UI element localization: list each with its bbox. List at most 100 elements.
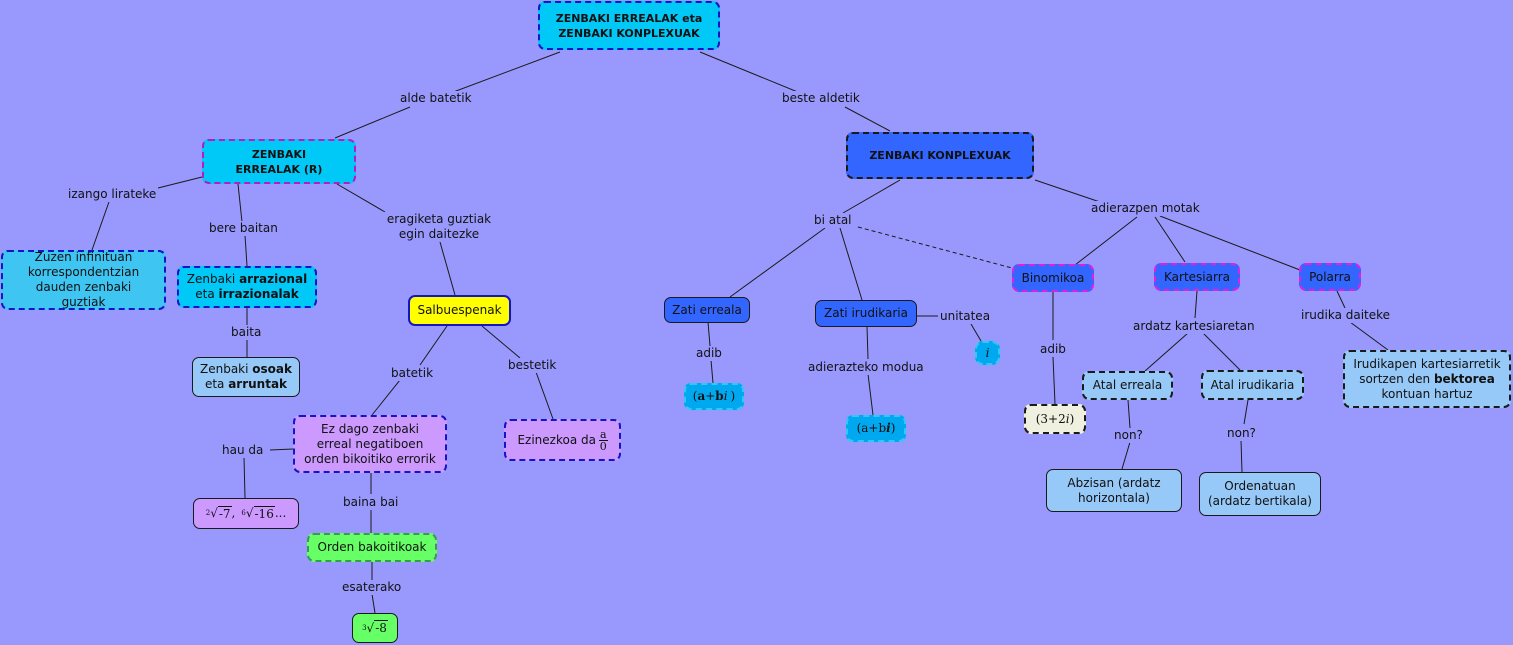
root-node[interactable]: ZENBAKI ERREALAK eta ZENBAKI KONPLEXUAK [538, 1, 720, 50]
link-label-two-parts: bi atal [812, 213, 854, 228]
connector [439, 241, 456, 296]
integers-naturals-mid: eta [204, 377, 229, 391]
reals-node-label: ZENBAKI ERREALAK (R) [235, 147, 323, 176]
rational-irrational-label: Zenbaki arrazional eta irrazionalak [185, 272, 310, 302]
rational-irrational-pre: Zenbaki [186, 272, 240, 286]
connector [729, 227, 826, 298]
no-even-roots-label: Ez dago zenbaki erreal negatiboen orden … [304, 421, 436, 466]
link-label-cartesian-axes: ardatz kartesiaretan [1131, 319, 1257, 334]
connector [844, 106, 891, 132]
imag-unit: i [723, 389, 728, 403]
polar-node[interactable]: Polarra [1299, 263, 1361, 291]
integers-naturals-label: Zenbaki osoak eta arruntak [199, 362, 294, 392]
radical-sign-icon: √ [245, 506, 254, 520]
complex-node[interactable]: ZENBAKI KONPLEXUAK [846, 132, 1034, 179]
link-label-would-be: izango lirateke [66, 187, 159, 202]
rational-irrational-bold2: irrazionalak [218, 287, 299, 301]
paren: ( [856, 421, 862, 435]
bijection-node[interactable]: Zuzen infinituan korrespondentzian daude… [1, 250, 166, 310]
link-label-second: bestetik [506, 358, 559, 373]
real-part-label: Zati erreala [672, 302, 742, 317]
ordinate-node[interactable]: Ordenatuan (ardatz bertikala) [1199, 472, 1321, 516]
roots-example-node[interactable]: 2 √ -7 , 6 √ -16 ... [193, 498, 299, 529]
no-even-roots-node[interactable]: Ez dago zenbaki erreal negatiboen orden … [293, 415, 447, 473]
fraction-denominator: 0 [599, 439, 607, 453]
link-label-notation: adierazteko modua [806, 360, 926, 375]
connector [839, 227, 863, 301]
fraction-numerator: a [598, 427, 608, 441]
connector [1349, 321, 1389, 351]
connector [1052, 356, 1056, 405]
exceptions-label: Salbuespenak [417, 303, 502, 317]
cartesian-label: Kartesiarra [1164, 269, 1230, 284]
integers-naturals-node[interactable]: Zenbaki osoak eta arruntak [192, 357, 300, 397]
vector-node[interactable]: Irudikapen kartesiarretik sortzen den be… [1343, 350, 1511, 408]
rational-irrational-mid: eta [195, 287, 219, 301]
integers-naturals-pre: Zenbaki [200, 362, 253, 376]
link-label-example-real: adib [694, 346, 724, 361]
connector [1336, 290, 1346, 309]
paren: ) [1069, 411, 1075, 426]
imag-unit: i [886, 421, 891, 435]
link-label-example-binomial: adib [1038, 342, 1068, 357]
binomial-label: Binomikoa [1021, 270, 1085, 285]
connector [244, 234, 248, 267]
binomial-node[interactable]: Binomikoa [1012, 264, 1094, 292]
connector [707, 321, 711, 347]
division-zero-node[interactable]: Ezinezkoa da a 0 [504, 419, 621, 461]
connector [866, 325, 869, 360]
integers-naturals-bold1: osoak [252, 362, 292, 376]
cartesian-node[interactable]: Kartesiarra [1154, 263, 1240, 291]
connector [867, 373, 874, 416]
real-component-node[interactable]: Atal erreala [1082, 371, 1173, 400]
vector-bold: bektorea [1433, 371, 1495, 386]
imaginary-component-node[interactable]: Atal irudikaria [1201, 370, 1304, 400]
link-label-all-operations: eragiketa guztiak egin daitezke [382, 212, 496, 242]
odd-orders-label: Orden bakoitikoak [317, 540, 427, 554]
odd-orders-node[interactable]: Orden bakoitikoak [307, 533, 437, 562]
ordinate-label: Ordenatuan (ardatz bertikala) [1208, 479, 1312, 508]
link-label-representation-types: adierazpen motak [1089, 201, 1202, 216]
plus: + [705, 389, 716, 403]
connector [371, 379, 401, 416]
roots-example-index1: 2 [205, 509, 211, 517]
plus: + [868, 421, 879, 435]
real-component-label: Atal erreala [1092, 378, 1163, 392]
paren: ( [692, 389, 698, 403]
connector [1127, 399, 1131, 429]
rational-irrational-node[interactable]: Zenbaki arrazional eta irrazionalak [177, 266, 317, 308]
abscissa-node[interactable]: Abzisan (ardatz horizontala) [1046, 469, 1182, 512]
radical-sign-icon: √ [366, 620, 375, 635]
connector [269, 448, 294, 451]
polar-label: Polarra [1309, 269, 1351, 284]
real-part-node[interactable]: Zati erreala [664, 297, 750, 323]
exceptions-node[interactable]: Salbuespenak [408, 295, 511, 326]
unit-i-node[interactable]: i [975, 341, 1000, 365]
link-label-for-example: esaterako [340, 580, 404, 595]
integers-naturals-bold2: arruntak [228, 377, 288, 391]
odd-example-index: 3 [362, 623, 367, 632]
link-label-one-side: alde batetik [398, 91, 474, 106]
radical-sign-icon: √ [210, 506, 218, 520]
connector [1074, 216, 1138, 266]
roots-example-index2: 6 [241, 509, 246, 517]
roots-example-separator: , [231, 506, 236, 520]
roots-example-tail: ... [274, 506, 287, 520]
link-label-but: baita [229, 325, 264, 340]
binomial-value: 3+2 [1040, 411, 1066, 426]
vector-pre: Irudikapen kartesiarretik sortzen den [1353, 356, 1501, 386]
imaginary-part-node[interactable]: Zati irudikaria [815, 300, 917, 327]
connector [419, 325, 448, 366]
connector [1121, 441, 1131, 470]
link-label-that-is: hau da [220, 443, 266, 458]
reals-node[interactable]: ZENBAKI ERREALAK (R) [202, 139, 356, 184]
connector [1243, 399, 1249, 425]
odd-example-node[interactable]: 3 √ -8 [352, 613, 398, 643]
link-label-within: bere baitan [207, 221, 280, 236]
connector [243, 456, 246, 499]
complex-node-label: ZENBAKI KONPLEXUAK [869, 149, 1011, 162]
